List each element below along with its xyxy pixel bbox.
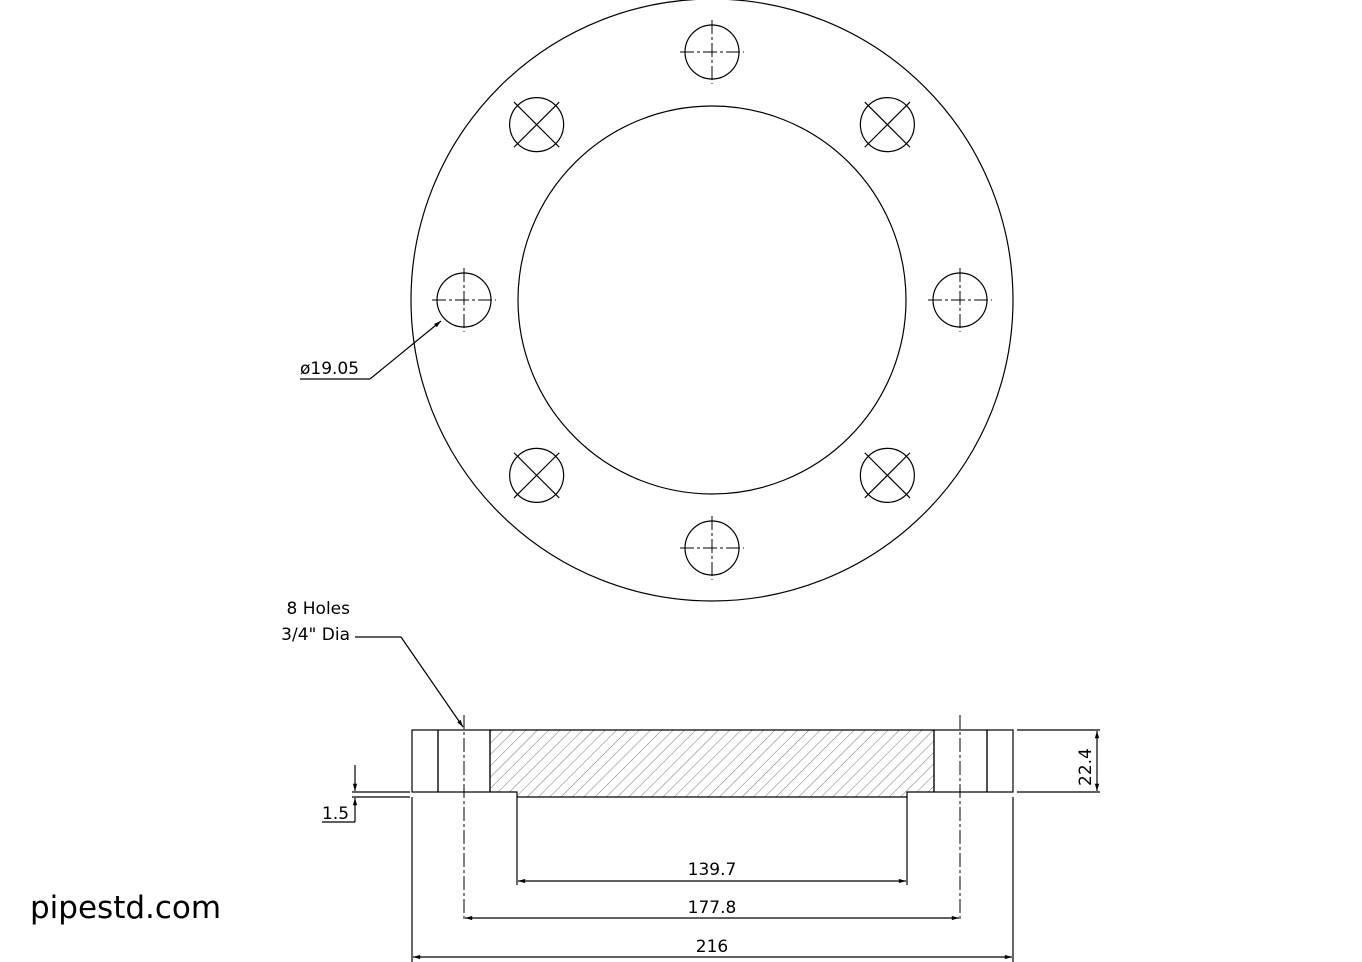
- bolt-hole: [680, 20, 744, 84]
- watermark-text: pipestd.com: [30, 890, 222, 926]
- hole-centerline: [513, 452, 560, 499]
- side-view: [352, 715, 1100, 962]
- dim-raised-face-height: 1.5: [322, 804, 349, 824]
- bolt-hole: [509, 447, 565, 503]
- note-line-2: 3/4" Dia: [281, 625, 350, 645]
- hole-centerline: [864, 452, 911, 499]
- bore-circle: [517, 105, 907, 495]
- bolt-hole: [859, 447, 915, 503]
- dimensions: 1.5 22.4 139.7 177.8 216: [322, 731, 1100, 960]
- bolt-hole: [432, 268, 496, 332]
- bolt-hole: [928, 268, 992, 332]
- front-view: [410, 0, 1014, 602]
- note-line-1: 8 Holes: [287, 599, 351, 619]
- bolt-hole: [680, 516, 744, 580]
- dim-thickness: 22.4: [1076, 748, 1096, 786]
- dim-raised-face-diameter: 139.7: [688, 860, 737, 880]
- hole-diameter-label: ø19.05: [300, 359, 359, 379]
- bolt-hole: [509, 97, 565, 153]
- dim-bolt-circle: 177.8: [688, 898, 737, 918]
- hole-diameter-callout: ø19.05: [300, 320, 442, 380]
- hole-centerline: [513, 101, 560, 148]
- holes-note: 8 Holes 3/4" Dia: [281, 599, 464, 728]
- dim-outer-diameter: 216: [696, 937, 728, 957]
- outer-circle: [410, 0, 1014, 602]
- hole-centerline: [864, 101, 911, 148]
- bolt-hole: [859, 97, 915, 153]
